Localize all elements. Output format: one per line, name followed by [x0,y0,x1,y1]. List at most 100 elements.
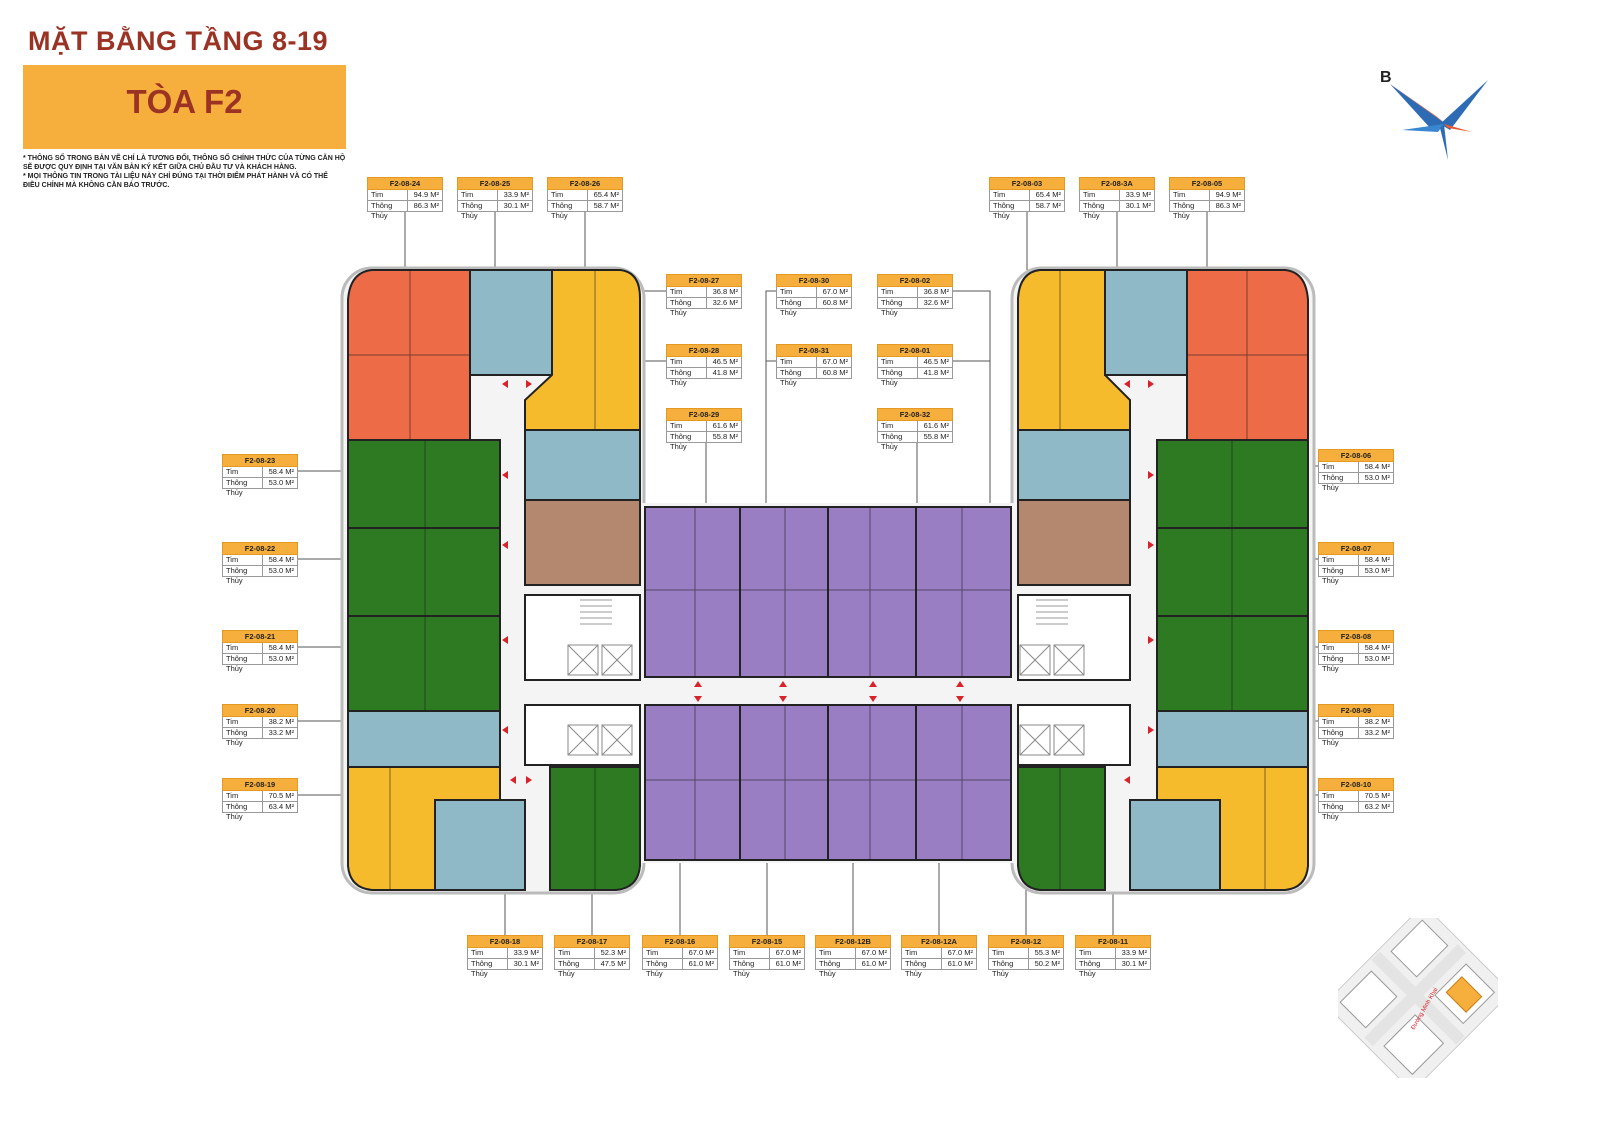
unit-F2-08-3A[interactable] [1104,269,1188,376]
unit-F2-08-03[interactable] [1017,269,1131,431]
unit-F2-08-12B[interactable] [827,704,917,861]
elevator-symbols [567,644,1085,756]
site-map-group [1338,918,1498,1078]
thong-thuy-value: 41.8 M² [923,368,949,377]
thong-thuy-key: Thông Thủy [223,802,263,821]
unit-F2-08-18[interactable] [434,799,526,891]
thong-thuy-value: 86.3 M² [413,201,439,210]
unit-F2-08-22[interactable] [347,527,501,617]
unit-code: F2-08-31 [776,344,852,357]
unit-F2-08-31[interactable] [827,506,917,678]
leader-line [765,360,776,510]
unit-F2-08-20[interactable] [347,710,501,768]
thong-thuy-key: Thông Thủy [1319,802,1359,821]
thong-thuy-key: Thông Thủy [643,959,683,978]
tim-row: Tim 67.0 M² [776,357,852,368]
tim-key: Tim [643,948,683,958]
thong-thuy-value: 47.5 M² [600,959,626,968]
tim-value: 67.0 M² [775,948,801,957]
thong-thuy-value: 30.1 M² [503,201,529,210]
thong-thuy-key: Thông Thủy [468,959,508,978]
tim-value: 65.4 M² [1035,190,1061,199]
thong-thuy-key: Thông Thủy [1319,728,1359,747]
unit-F2-08-32[interactable] [915,506,1012,678]
unit-F2-08-29[interactable] [644,506,741,678]
thong-thuy-value: 53.0 M² [1364,566,1390,575]
logo-letter: B [1380,69,1392,86]
unit-code: F2-08-08 [1318,630,1394,643]
unit-F2-08-12[interactable] [1017,766,1106,891]
unit-F2-08-23[interactable] [347,439,501,529]
unit-F2-08-12A[interactable] [915,704,1012,861]
unit-F2-08-01[interactable] [1017,499,1131,586]
unit-F2-08-25[interactable] [469,269,553,376]
tim-key: Tim [223,643,263,653]
tim-key: Tim [777,357,817,367]
unit-F2-08-15[interactable] [739,704,829,861]
tim-key: Tim [1319,555,1359,565]
thong-thuy-value: 30.1 M² [513,959,539,968]
tim-key: Tim [1319,462,1359,472]
unit-F2-08-09[interactable] [1156,710,1309,768]
unit-code: F2-08-30 [776,274,852,287]
unit-F2-08-30[interactable] [739,506,829,678]
unit-F2-08-28[interactable] [524,499,641,586]
thong-thuy-key: Thông Thủy [1319,654,1359,673]
tim-value: 33.9 M² [513,948,539,957]
entry-arrows [502,380,1154,784]
unit-F2-08-26[interactable] [524,269,641,431]
tim-key: Tim [223,717,263,727]
unit-F2-08-27[interactable] [524,429,641,501]
unit-F2-08-21[interactable] [347,615,501,712]
unit-F2-08-02[interactable] [1017,429,1131,501]
tim-key: Tim [223,791,263,801]
unit-F2-08-16[interactable] [644,704,741,861]
tim-key: Tim [1170,190,1210,200]
tim-value: 67.0 M² [822,357,848,366]
tim-key: Tim [1319,791,1359,801]
unit-F2-08-11[interactable] [1129,799,1221,891]
thong-thuy-value: 60.8 M² [822,368,848,377]
